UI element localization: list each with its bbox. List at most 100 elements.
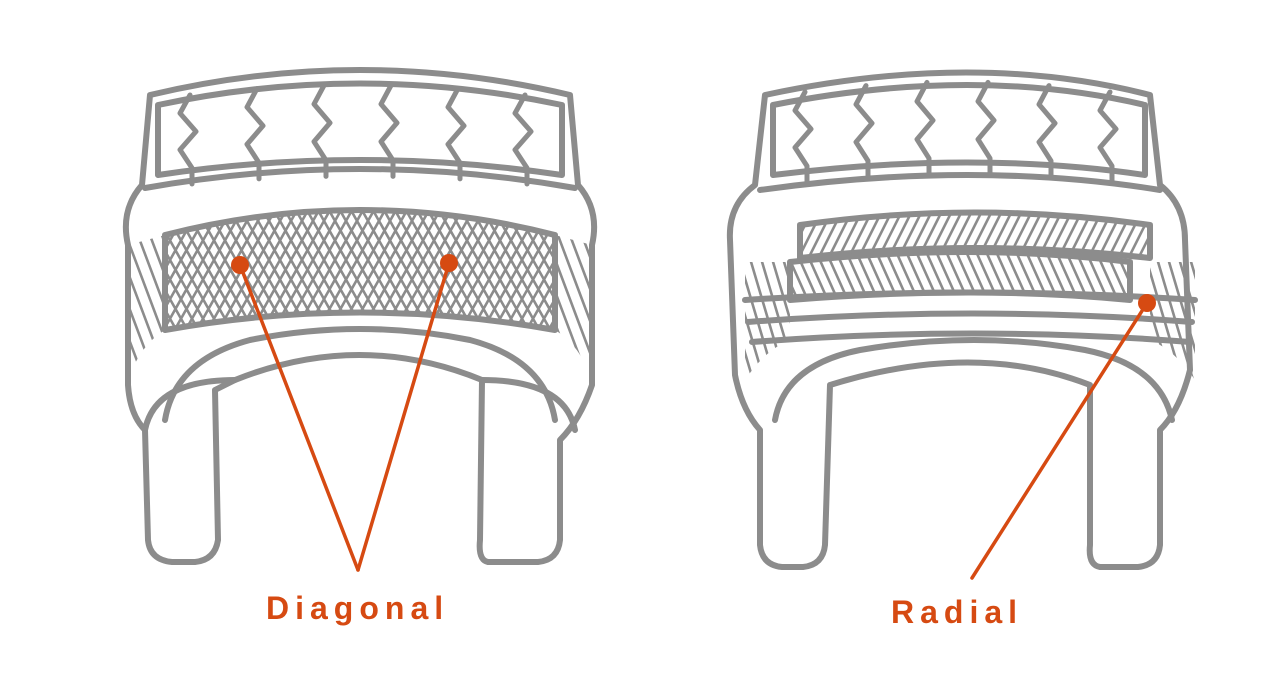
ply-line: [26, 180, 116, 340]
ply-line: [1215, 195, 1250, 265]
ply-line: [1113, 212, 1150, 258]
ply-line: [690, 238, 720, 305]
ply-line: [244, 210, 338, 330]
ply-line: [178, 210, 272, 330]
ply-line: [628, 255, 668, 390]
ply-line: [605, 195, 640, 265]
ply-line: [639, 255, 679, 390]
ply-line: [620, 180, 710, 340]
tread-groove: [853, 83, 875, 180]
ply-line: [431, 210, 525, 330]
ply-line: [595, 195, 630, 265]
ply-line: [0, 230, 40, 390]
ply-line: [650, 238, 680, 305]
ply-line: [442, 210, 536, 330]
ply-line: [16, 230, 76, 390]
ply-line: [1255, 255, 1280, 390]
ply-line: [617, 255, 657, 390]
ply-line: [675, 195, 710, 265]
ply-line: [790, 252, 802, 300]
ply-line: [497, 210, 555, 330]
ply-line: [606, 255, 646, 390]
ply-line: [642, 180, 732, 340]
ply-line: [165, 210, 184, 330]
ply-line: [1098, 252, 1130, 300]
ply-line: [660, 238, 690, 305]
ply-line: [222, 210, 316, 330]
ply-line: [0, 180, 72, 340]
ply-line: [165, 210, 195, 330]
ply-line: [745, 262, 758, 380]
ply-line: [1230, 238, 1260, 305]
ply-line: [628, 230, 688, 390]
ply-line: [790, 252, 822, 300]
ply-line: [165, 210, 206, 330]
ply-line: [1018, 252, 1052, 300]
ply-line: [1195, 195, 1230, 265]
diagonal-bead: [142, 377, 578, 433]
ply-line: [1038, 252, 1072, 300]
radial-belt-top: [797, 209, 1153, 261]
ply-line: [464, 210, 555, 330]
ply-line: [695, 195, 730, 265]
radial-shoulder: [757, 172, 1163, 193]
ply-line: [640, 230, 700, 390]
ply-line: [1265, 195, 1280, 265]
ply-line: [1270, 238, 1280, 305]
ply-line: [1068, 252, 1102, 300]
tread-groove: [1097, 89, 1119, 185]
ply-line: [486, 210, 555, 330]
ply-line: [672, 255, 712, 390]
diagonal-tread-pattern: [177, 82, 534, 187]
ply-line: [165, 210, 250, 330]
ply-line: [1165, 262, 1195, 380]
ply-line: [299, 210, 393, 330]
ply-line: [652, 230, 712, 390]
ply-line: [598, 180, 688, 340]
ply-line: [600, 238, 630, 305]
ply-line: [64, 230, 124, 390]
ply-line: [566, 235, 592, 380]
ply-line: [4, 180, 94, 340]
ply-line: [4, 230, 64, 390]
ply-line: [1233, 255, 1273, 390]
ply-line: [798, 252, 832, 300]
ply-line: [848, 252, 882, 300]
tread-groove: [177, 92, 199, 187]
ply-line: [680, 238, 710, 305]
ply-line: [790, 252, 812, 300]
ply-line: [0, 230, 52, 390]
tread-groove: [975, 79, 997, 177]
ply-line: [1222, 255, 1262, 390]
ply-line: [665, 195, 700, 265]
diagonal-marker-dot: [231, 256, 249, 274]
ply-line: [1220, 238, 1250, 305]
ply-line: [833, 212, 872, 258]
ply-line: [1133, 212, 1150, 258]
ply-line: [15, 180, 105, 340]
ply-line: [1250, 238, 1280, 305]
ply-line: [475, 210, 555, 330]
ply-line: [1244, 255, 1280, 390]
ply-line: [165, 210, 228, 330]
ply-line: [233, 210, 327, 330]
ply-line: [554, 235, 592, 380]
ply-line: [676, 230, 736, 390]
tread-groove: [445, 86, 467, 182]
ply-line: [1185, 195, 1220, 265]
tread-groove: [914, 79, 936, 177]
ply-line: [655, 195, 690, 265]
ply-line: [1108, 252, 1130, 300]
ply-line: [1058, 252, 1092, 300]
tread-groove: [792, 89, 814, 185]
ply-line: [1028, 252, 1062, 300]
ply-line: [255, 210, 349, 330]
ply-line: [277, 210, 371, 330]
ply-line: [616, 230, 676, 390]
ply-line: [800, 212, 822, 258]
ply-line: [587, 180, 677, 340]
radial-marker-dot: [1138, 294, 1156, 312]
ply-line: [604, 230, 664, 390]
ply-line: [1123, 212, 1150, 258]
